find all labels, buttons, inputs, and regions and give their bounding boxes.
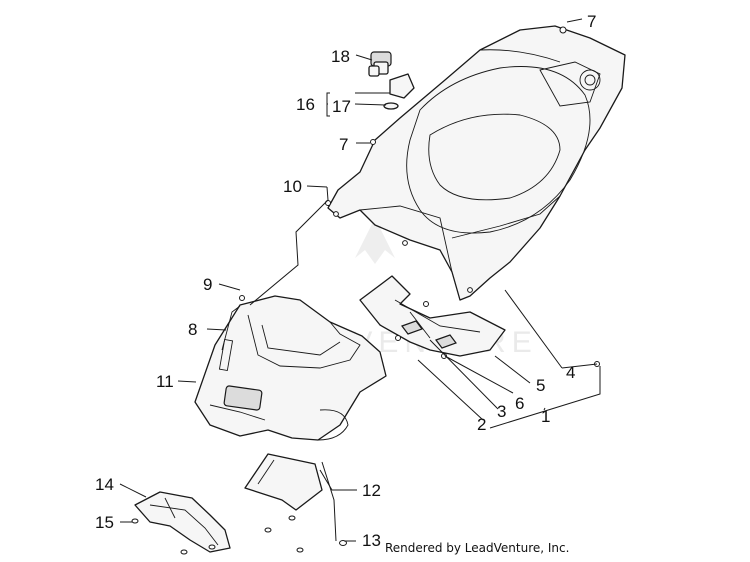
callout-15: 15 <box>95 513 114 532</box>
part-17-holder <box>383 73 415 110</box>
callout-18: 18 <box>331 47 350 66</box>
render-credit: Rendered by LeadVenture, Inc. <box>385 541 570 555</box>
callout-7-mid: 7 <box>339 135 348 154</box>
callout-2: 2 <box>477 415 486 434</box>
part-6-rubber <box>401 320 457 349</box>
callout-12: 12 <box>362 481 381 500</box>
callout-17: 17 <box>332 97 351 116</box>
callout-11: 11 <box>156 372 174 391</box>
part-13-fasteners <box>264 515 347 553</box>
part-14-shield <box>134 491 231 553</box>
callout-5: 5 <box>536 376 545 395</box>
callout-4: 4 <box>566 363 575 382</box>
callout-8: 8 <box>188 320 197 339</box>
leader-lines <box>119 18 601 542</box>
callout-3: 3 <box>497 402 506 421</box>
callout-13: 13 <box>362 531 381 550</box>
part-12-plate <box>244 453 323 511</box>
callout-6: 6 <box>515 394 524 413</box>
callout-16: 16 <box>296 95 315 114</box>
part-5-bracket <box>359 275 506 357</box>
part-4-helmet-compartment <box>327 25 626 301</box>
part-15-fasteners <box>131 518 216 555</box>
callouts: 7 18 16 17 7 10 9 8 11 4 5 6 3 1 2 14 12… <box>95 12 596 550</box>
part-8-rear-cover <box>194 295 387 441</box>
callout-14: 14 <box>95 475 114 494</box>
callout-1: 1 <box>541 407 550 426</box>
callout-9: 9 <box>203 275 212 294</box>
callout-10: 10 <box>283 177 302 196</box>
callout-7-top: 7 <box>587 12 596 31</box>
part-18-socket <box>368 51 392 77</box>
